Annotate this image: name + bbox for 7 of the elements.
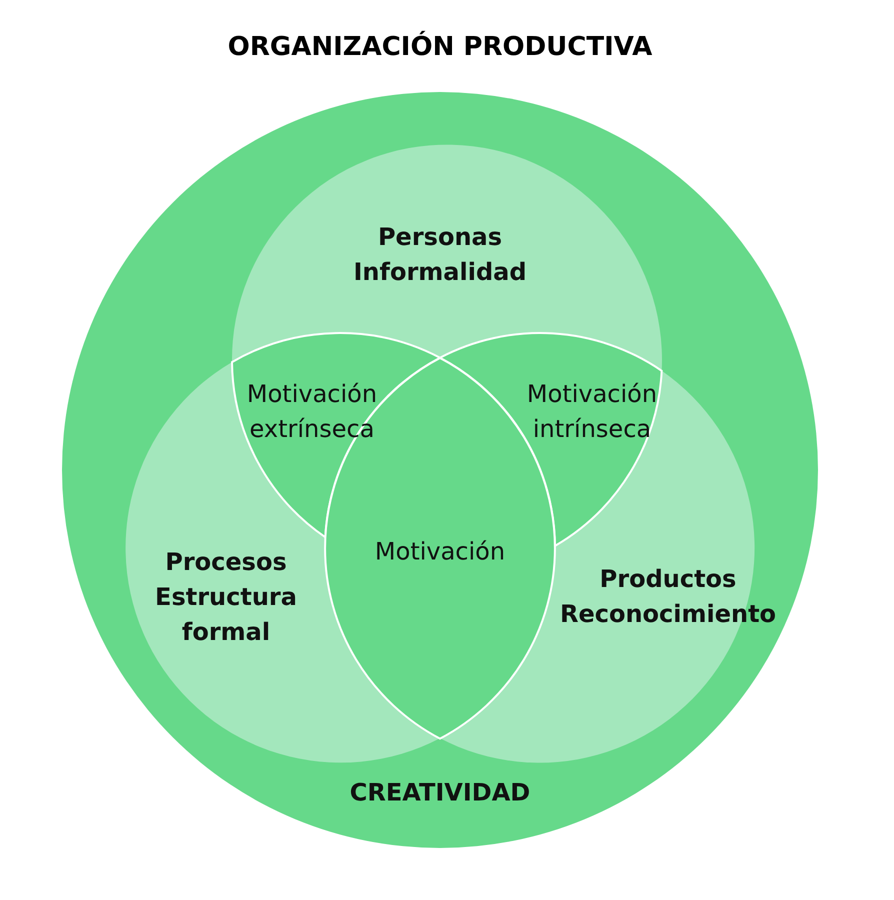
region-label: Motivación intrínseca [526, 379, 658, 445]
diagram-title: ORGANIZACIÓN PRODUCTIVA [226, 32, 654, 62]
circle-label: Productos Reconocimiento [558, 564, 778, 630]
region-label: Motivación [374, 536, 506, 568]
circle-label: Procesos Estructura formal [154, 546, 298, 648]
circle-label: Personas Informalidad [352, 222, 528, 288]
circle-caption: CREATIVIDAD [348, 778, 532, 809]
